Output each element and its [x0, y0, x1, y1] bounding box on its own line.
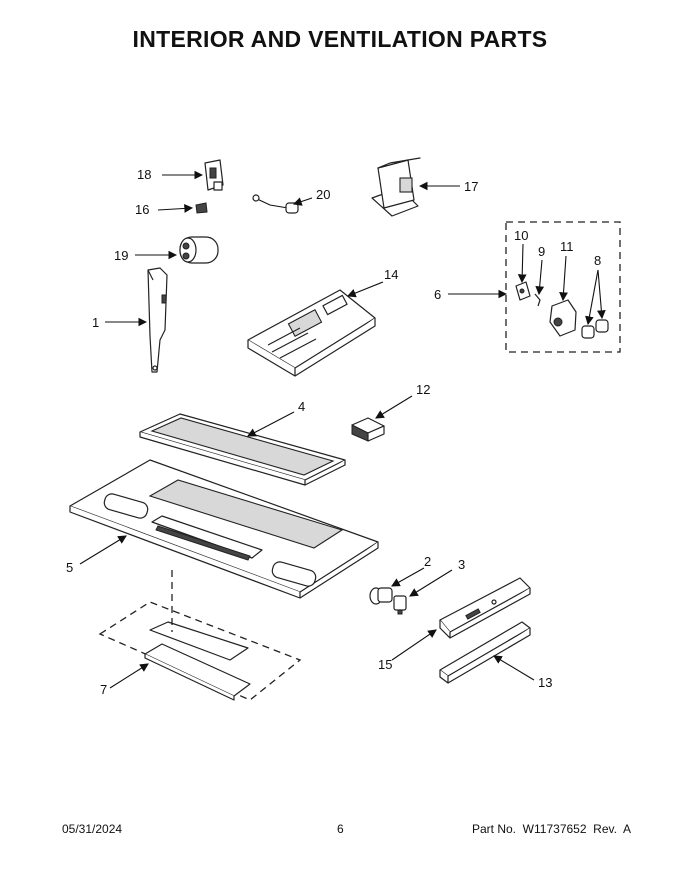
callout-6: 6	[434, 287, 441, 302]
part-3-lamp[interactable]	[393, 595, 407, 615]
callout-3: 3	[458, 557, 465, 572]
leader-lines	[79, 170, 606, 689]
callout-17: 17	[464, 179, 478, 194]
part-19-capacitor[interactable]	[179, 236, 219, 264]
callout-7: 7	[100, 682, 107, 697]
callout-12: 12	[416, 382, 430, 397]
callout-4: 4	[298, 399, 305, 414]
callout-10: 10	[514, 228, 528, 243]
callout-1: 1	[92, 315, 99, 330]
callout-18: 18	[137, 167, 151, 182]
part-14-control-plate[interactable]	[247, 289, 376, 377]
part-7-light-assembly[interactable]	[98, 570, 302, 701]
part-4-filter[interactable]	[139, 413, 346, 486]
callout-2: 2	[424, 554, 431, 569]
callout-16: 16	[135, 202, 149, 217]
footer-date: 05/31/2024	[62, 822, 123, 836]
callout-13: 13	[538, 675, 552, 690]
callout-20: 20	[316, 187, 330, 202]
part-20-diode[interactable]	[252, 194, 299, 214]
page-title: INTERIOR AND VENTILATION PARTS	[132, 26, 548, 52]
part-1-bracket[interactable]	[147, 267, 168, 373]
part-13-vent-strip[interactable]	[439, 621, 531, 684]
part-15-control-bracket[interactable]	[439, 577, 531, 639]
part-16-clip[interactable]	[195, 202, 208, 214]
callout-11: 11	[560, 239, 574, 254]
footer-part-number: Part No. W11737652 Rev. A	[472, 822, 631, 836]
callout-9: 9	[538, 244, 545, 259]
part-18-bracket[interactable]	[204, 159, 224, 191]
part-17-transformer[interactable]	[371, 157, 421, 217]
callout-8: 8	[594, 253, 601, 268]
part-2-socket[interactable]	[369, 587, 393, 605]
part-6-switch-assembly[interactable]	[505, 221, 621, 353]
callout-19: 19	[114, 248, 128, 263]
callout-5: 5	[66, 560, 73, 575]
part-12-module[interactable]	[351, 417, 385, 442]
footer-page-number: 6	[337, 822, 344, 836]
callout-15: 15	[378, 657, 392, 672]
callout-labels: 18 16 20 17 19 1 14 6 10 9 11 8 12 4 5 2…	[66, 167, 601, 697]
callout-14: 14	[384, 267, 398, 282]
part-5-bottom-plate[interactable]	[69, 459, 379, 599]
